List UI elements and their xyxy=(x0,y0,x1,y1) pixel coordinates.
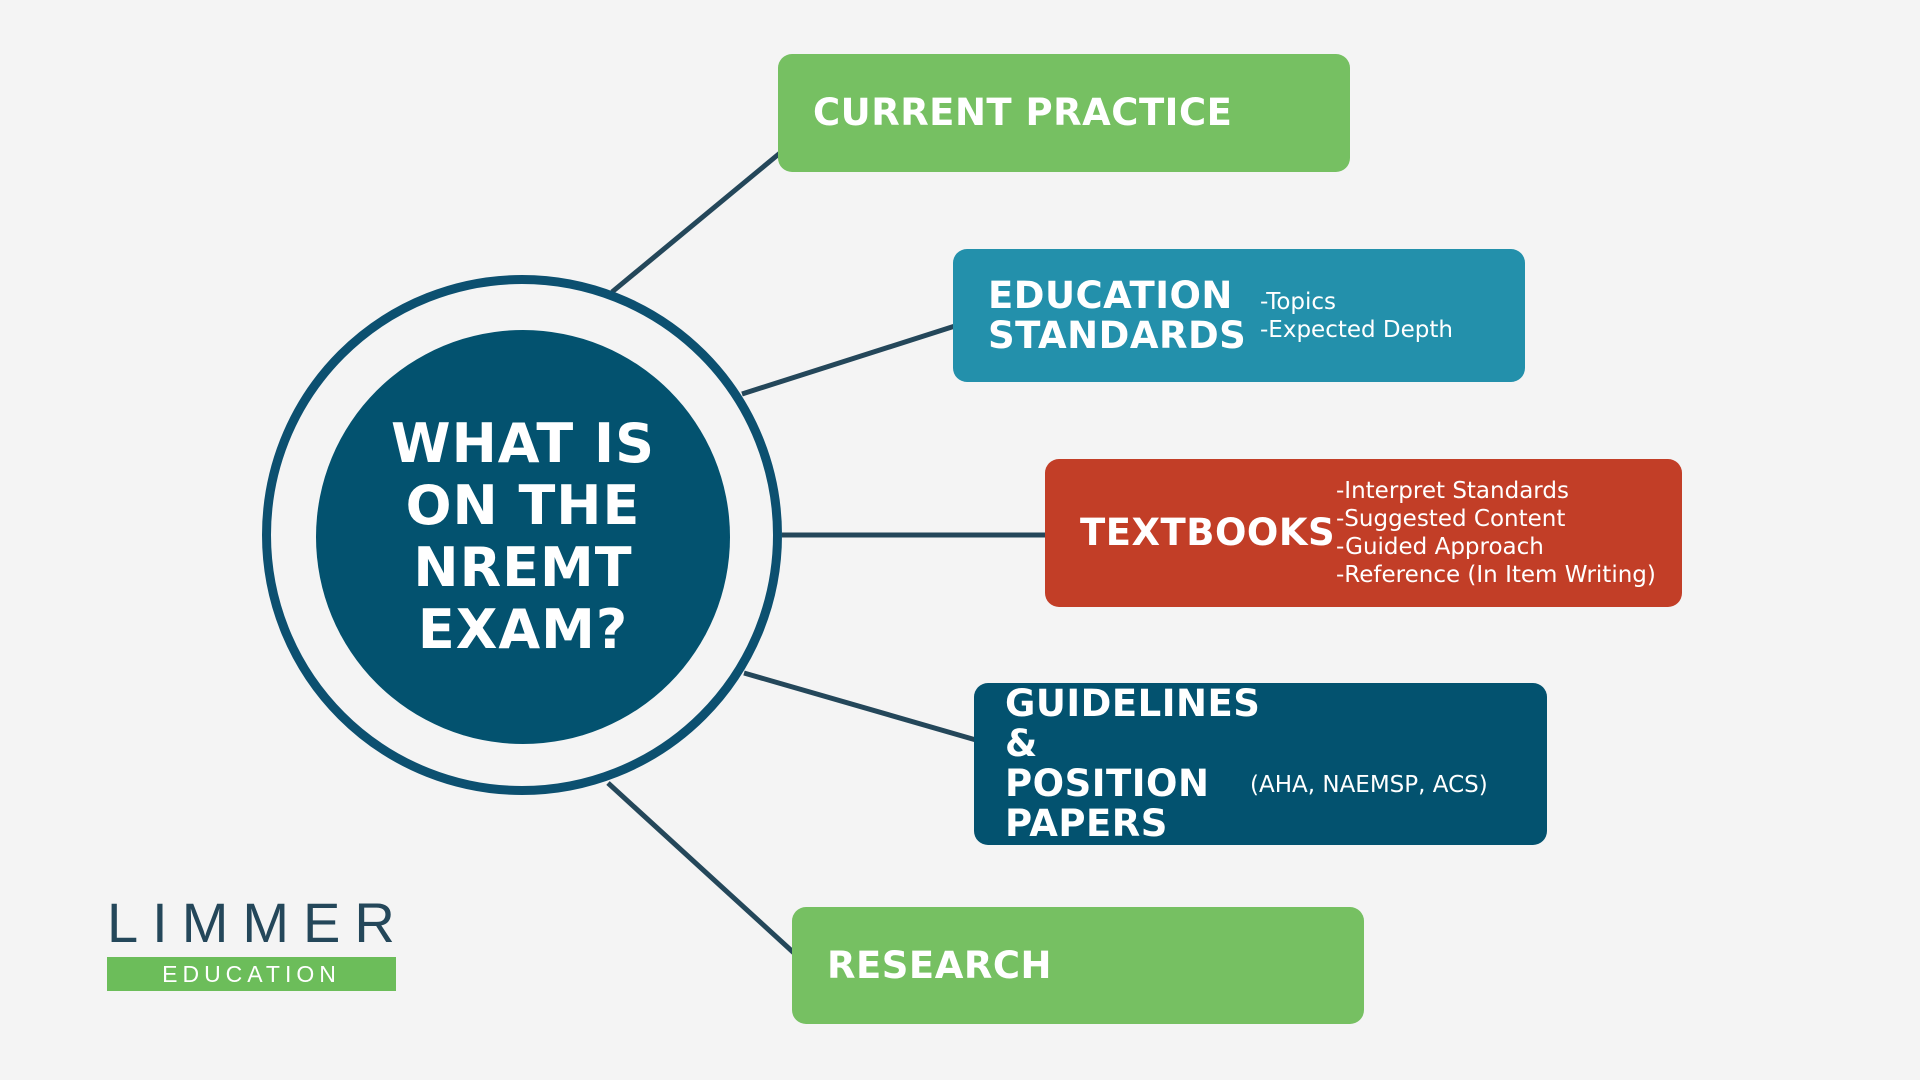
branch-current-practice: CURRENT PRACTICE xyxy=(778,54,1350,172)
connector-current-practice xyxy=(610,151,782,294)
branch-note: (AHA, NAEMSP, ACS) xyxy=(1250,772,1488,798)
connector-education-standards xyxy=(741,323,956,397)
branch-note: -Expected Depth xyxy=(1260,316,1453,343)
branch-research: RESEARCH xyxy=(792,907,1364,1024)
branch-notes: -Topics -Expected Depth xyxy=(1260,288,1453,344)
branch-title: CURRENT PRACTICE xyxy=(813,91,1233,134)
branch-title: EDUCATION STANDARDS xyxy=(988,273,1247,357)
branch-textbooks: TEXTBOOKS -Interpret Standards -Suggeste… xyxy=(1045,459,1682,607)
branch-note: -Topics xyxy=(1260,288,1337,315)
branch-guidelines-position-papers: GUIDELINES & POSITION PAPERS (AHA, NAEMS… xyxy=(974,683,1547,845)
branch-notes: -Interpret Standards -Suggested Content … xyxy=(1336,477,1656,589)
branch-note: -Guided Approach xyxy=(1336,534,1544,560)
logo-tagline: EDUCATION xyxy=(107,957,396,991)
logo-wordmark: LIMMER xyxy=(107,891,409,954)
branch-note: -Reference (In Item Writing) xyxy=(1336,562,1656,588)
limmer-education-logo: LIMMER EDUCATION xyxy=(107,895,397,991)
branch-education-standards: EDUCATION STANDARDS -Topics -Expected De… xyxy=(953,249,1525,382)
connector-research xyxy=(606,781,796,955)
branch-note: -Interpret Standards xyxy=(1336,478,1569,504)
branch-title: RESEARCH xyxy=(827,943,1052,987)
center-circle: WHAT IS ON THE NREMT EXAM? xyxy=(316,330,730,744)
center-title: WHAT IS ON THE NREMT EXAM? xyxy=(391,412,655,661)
branch-notes: (AHA, NAEMSP, ACS) xyxy=(1250,771,1488,799)
connector-guidelines xyxy=(743,670,977,743)
branch-title: GUIDELINES & POSITION PAPERS xyxy=(1005,682,1261,845)
branch-title: TEXTBOOKS xyxy=(1080,511,1336,554)
branch-note: -Suggested Content xyxy=(1336,506,1566,532)
